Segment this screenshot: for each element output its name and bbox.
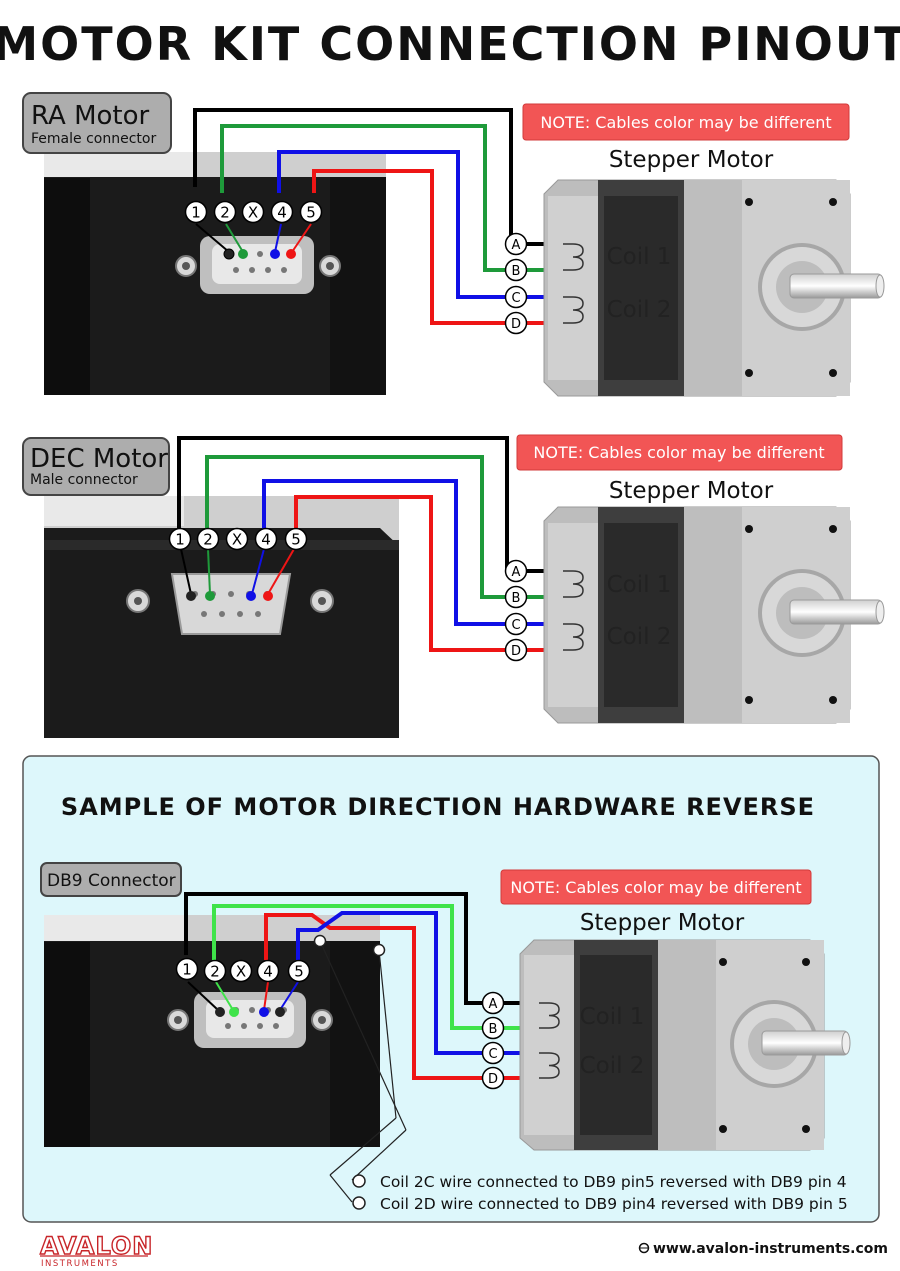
sample-section: SAMPLE OF MOTOR DIRECTION HARDWARE REVER… xyxy=(22,755,880,1223)
sample-coil1-label: Coil 1 xyxy=(580,1004,645,1030)
sample-wire-blue xyxy=(296,911,524,1055)
sample-terminal-d: D xyxy=(488,1072,498,1087)
sample-pin-x: X xyxy=(236,963,246,981)
sample-wire-red xyxy=(264,913,524,1080)
ra-terminals: A B C D xyxy=(504,232,528,335)
annotation-coil-2d: Coil 2D wire connected to DB9 pin4 rever… xyxy=(380,1195,848,1213)
svg-text:NOTE: Cables color may be diff: NOTE: Cables color may be different xyxy=(540,113,831,132)
sample-terminals: A B C D xyxy=(481,991,505,1090)
footer: AVALON INSTRUMENTS www.avalon-instrument… xyxy=(39,1231,889,1269)
ra-wire-red xyxy=(312,169,547,325)
svg-text:NOTE: Cables color may be diff: NOTE: Cables color may be different xyxy=(510,878,801,897)
ra-note: NOTE: Cables color may be different xyxy=(522,103,850,141)
ra-motor-label: Stepper Motor xyxy=(609,147,774,173)
sample-motor-label: Stepper Motor xyxy=(580,910,745,936)
ra-pin-2: 2 xyxy=(220,204,230,222)
sample-terminal-c: C xyxy=(488,1047,497,1062)
sample-pin-5: 5 xyxy=(294,963,304,981)
svg-text:INSTRUMENTS: INSTRUMENTS xyxy=(41,1259,119,1269)
dec-terminal-c: C xyxy=(511,618,520,633)
avalon-logo: AVALON INSTRUMENTS xyxy=(39,1231,153,1269)
ra-pin-1: 1 xyxy=(191,204,201,222)
ra-terminal-a: A xyxy=(512,238,521,253)
dec-pin-5: 5 xyxy=(291,531,301,549)
dec-sublabel: Male connector xyxy=(30,472,138,488)
ra-coil1-label: Coil 1 xyxy=(607,244,672,270)
dec-pin-2: 2 xyxy=(203,531,213,549)
sample-annotations: Coil 2C wire connected to DB9 pin5 rever… xyxy=(352,1173,848,1213)
sample-label: DB9 Connector xyxy=(47,871,176,891)
ra-pin-labels: 1 2 X 4 5 xyxy=(184,200,323,224)
sample-note: NOTE: Cables color may be different xyxy=(500,869,812,905)
dec-label-box: DEC Motor Male connector xyxy=(22,437,170,496)
dec-pin-4: 4 xyxy=(261,531,271,549)
ra-coil2-label: Coil 2 xyxy=(607,297,672,323)
dec-pin-x: X xyxy=(232,531,242,549)
sample-pin-2: 2 xyxy=(210,963,220,981)
ra-connector-photo xyxy=(44,152,386,395)
dec-pin-1: 1 xyxy=(175,531,185,549)
sample-label-box: DB9 Connector xyxy=(40,862,182,897)
dec-terminals: A B C D xyxy=(504,559,528,662)
ra-wire-blue xyxy=(277,150,547,299)
svg-text:NOTE: Cables color may be diff: NOTE: Cables color may be different xyxy=(533,443,824,462)
dec-stepper-motor: Coil 1 Coil 2 xyxy=(543,506,885,724)
website-url: www.avalon-instruments.com xyxy=(653,1241,888,1257)
sample-heading: SAMPLE OF MOTOR DIRECTION HARDWARE REVER… xyxy=(61,793,815,821)
dec-terminal-b: B xyxy=(512,591,521,606)
sample-pin-4: 4 xyxy=(263,963,273,981)
dec-connector-photo xyxy=(44,496,399,738)
dec-coil2-label: Coil 2 xyxy=(607,624,672,650)
sample-wire-green xyxy=(212,904,524,1030)
ra-pin-4: 4 xyxy=(277,204,287,222)
dec-pin-labels: 1 2 X 4 5 xyxy=(168,527,308,551)
ra-pin-x: X xyxy=(248,204,258,222)
sample-stepper-motor: Coil 1 Coil 2 xyxy=(519,939,851,1151)
ra-section: 1 2 X 4 5 RA Motor Female connector NOTE… xyxy=(22,92,885,397)
dec-motor-label: Stepper Motor xyxy=(609,478,774,504)
dec-wire-red xyxy=(294,495,547,652)
ra-label-box: RA Motor Female connector xyxy=(22,92,172,154)
sample-pin-1: 1 xyxy=(182,961,192,979)
dec-coil1-label: Coil 1 xyxy=(607,572,672,598)
sample-callout-lines xyxy=(319,940,407,1203)
ra-stepper-motor: Coil 1 Coil 2 xyxy=(543,179,885,397)
ra-label: RA Motor xyxy=(31,101,150,131)
ra-terminal-c: C xyxy=(511,291,520,306)
ra-terminal-b: B xyxy=(512,264,521,279)
ra-pin-5: 5 xyxy=(306,204,316,222)
annotation-coil-2c: Coil 2C wire connected to DB9 pin5 rever… xyxy=(380,1173,847,1191)
dec-wire-blue xyxy=(262,479,547,626)
page-title: MOTOR KIT CONNECTION PINOUT xyxy=(0,17,900,71)
sample-pin-labels: 1 2 X 4 5 xyxy=(175,957,311,983)
ra-terminal-d: D xyxy=(511,317,521,332)
dec-wire-green xyxy=(205,455,547,599)
dec-label: DEC Motor xyxy=(30,444,168,474)
dec-terminal-a: A xyxy=(512,565,521,580)
sample-terminal-b: B xyxy=(489,1022,498,1037)
dec-note: NOTE: Cables color may be different xyxy=(516,434,843,471)
dec-section: 1 2 X 4 5 DEC Motor Male connector NOTE:… xyxy=(22,434,885,738)
sample-terminal-a: A xyxy=(489,997,498,1012)
website-link[interactable]: www.avalon-instruments.com xyxy=(638,1241,889,1257)
sample-coil2-label: Coil 2 xyxy=(580,1053,645,1079)
ra-sublabel: Female connector xyxy=(31,131,156,147)
dec-terminal-d: D xyxy=(511,644,521,659)
